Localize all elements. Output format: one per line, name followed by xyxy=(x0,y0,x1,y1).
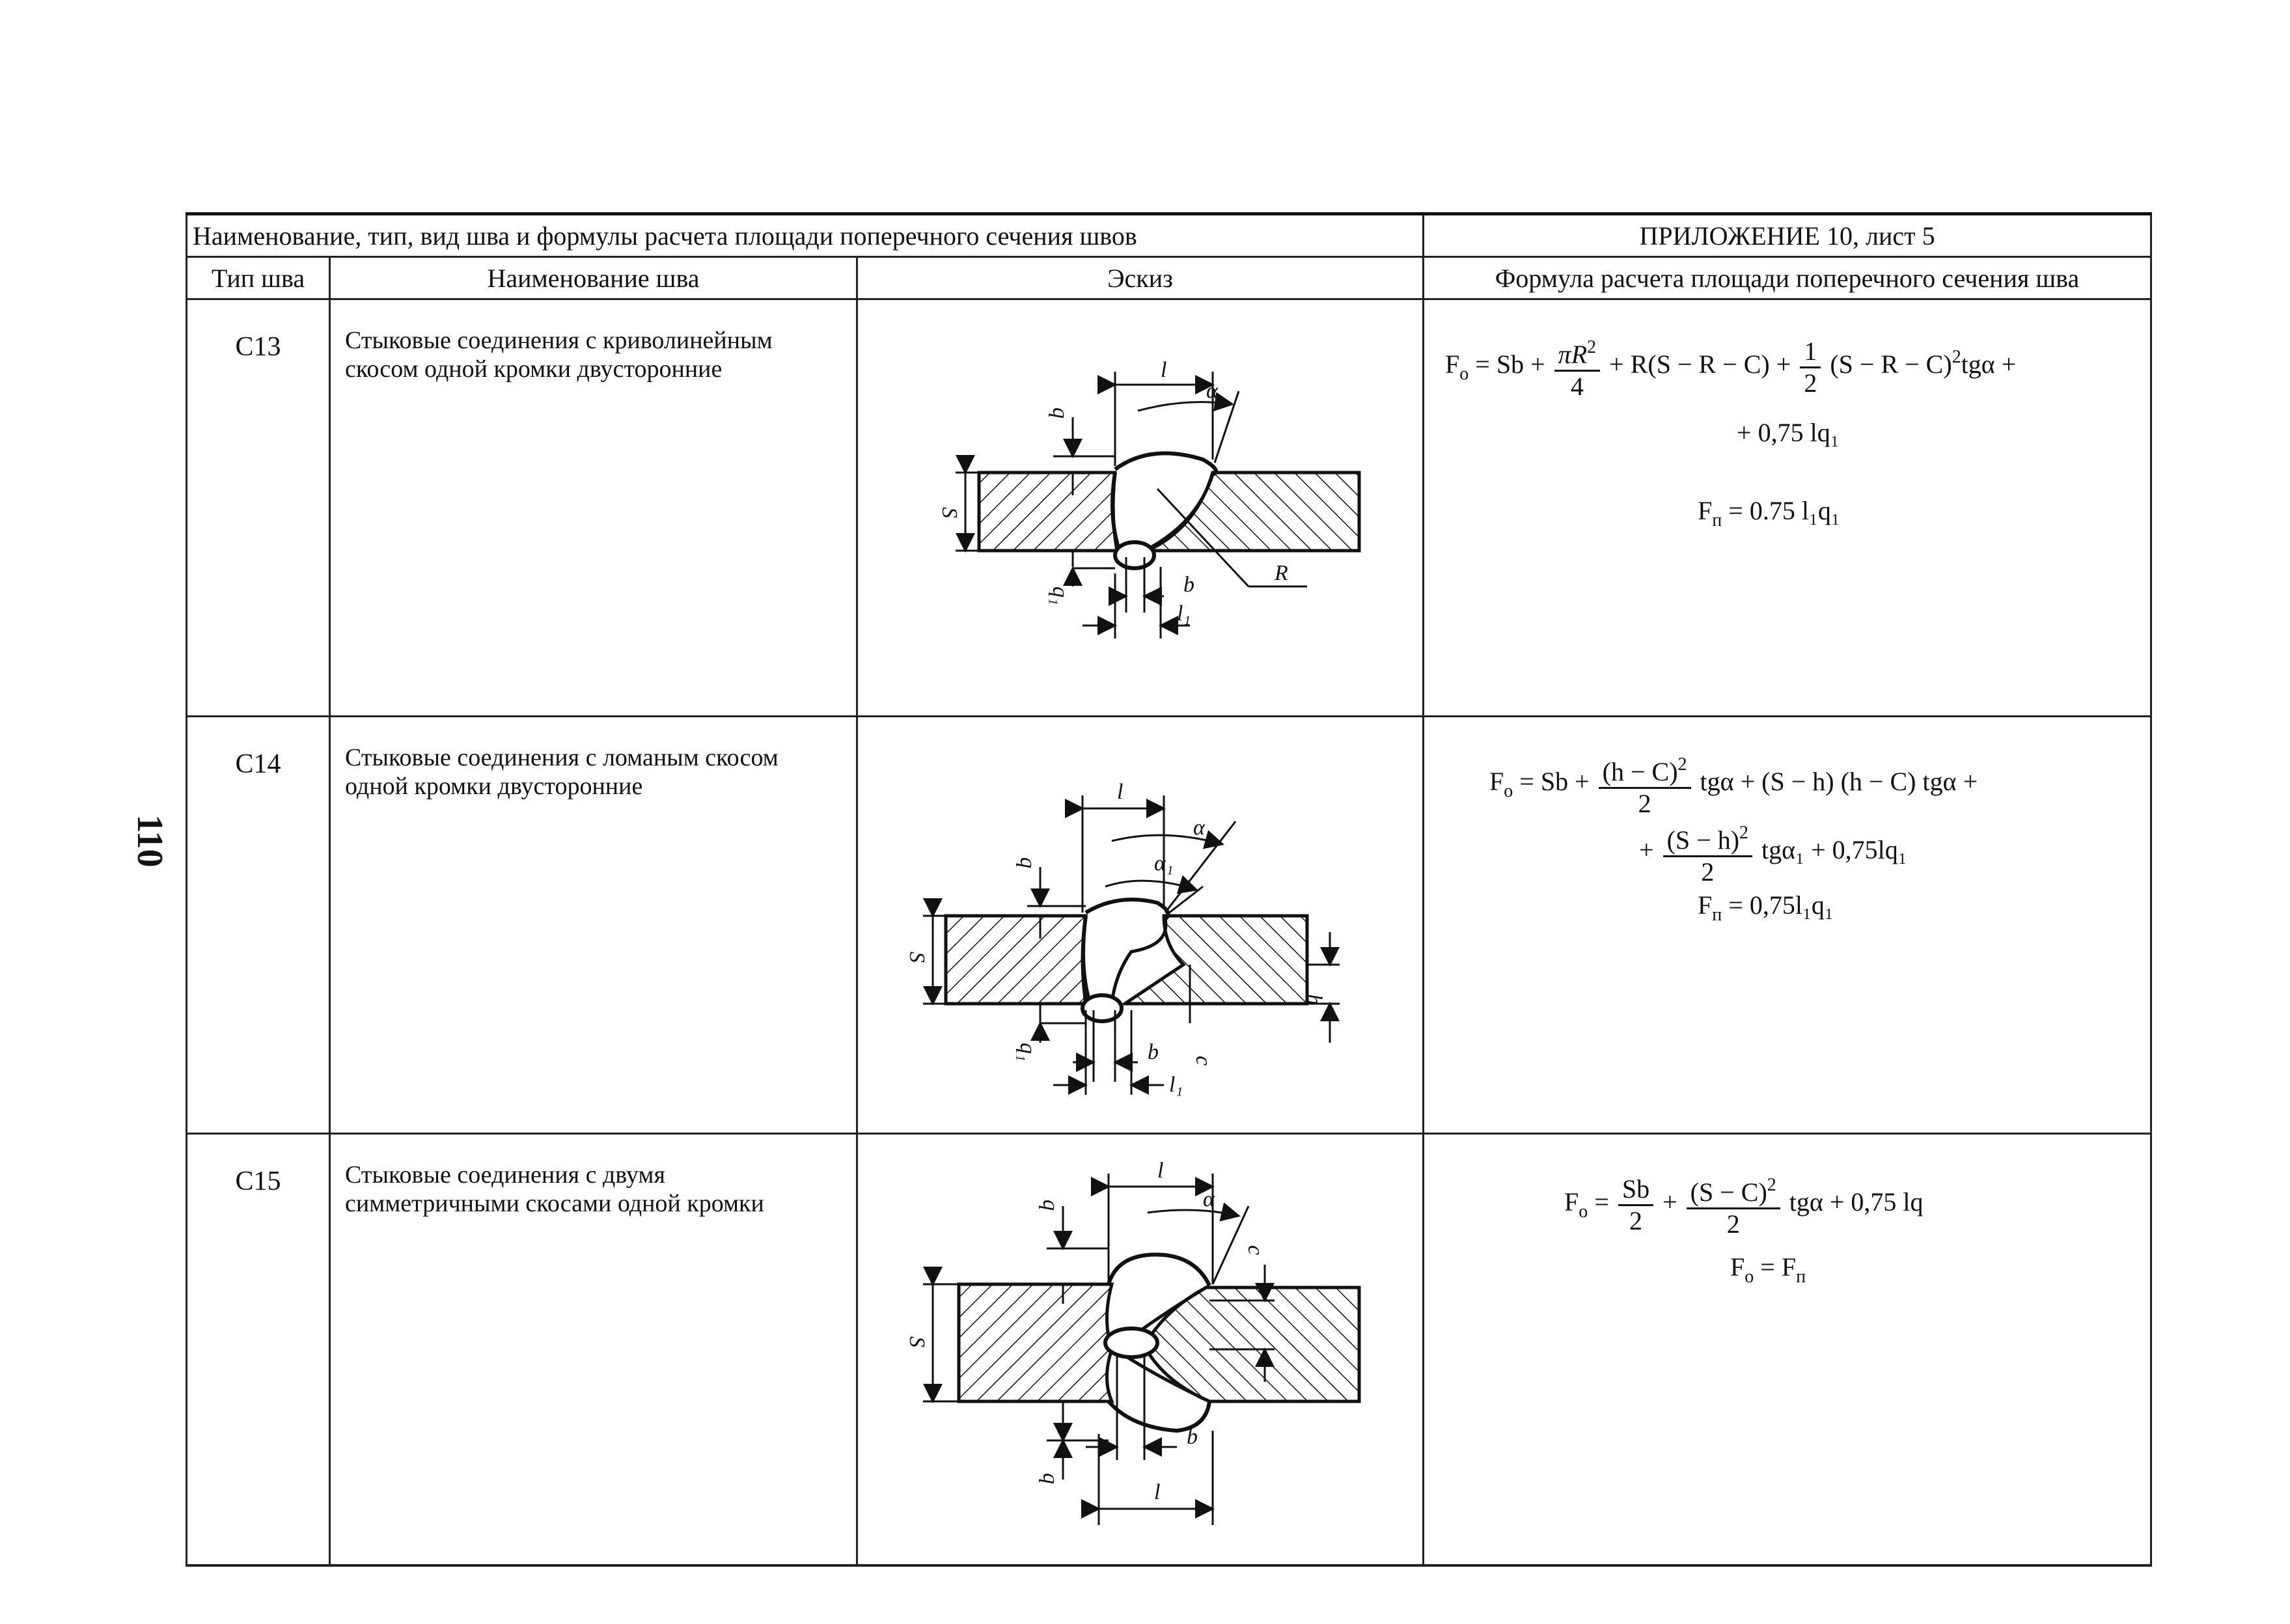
dim-label-s: S xyxy=(937,507,961,518)
dim-label-s: S xyxy=(905,1336,929,1347)
weld-sketch-c13: l α q S q₁ b R l₁ xyxy=(855,298,1425,717)
col-header-sketch: Эскиз xyxy=(855,256,1425,300)
dim-label-l1: l₁ xyxy=(1177,601,1191,626)
dim-label-l: l xyxy=(1117,780,1123,804)
table-row: С15 Стыковые соединения с двумя симметри… xyxy=(186,1133,2153,1567)
col-header-name: Наименование шва xyxy=(329,256,858,300)
weld-name: Стыковые соединения с ломаным скосом одн… xyxy=(329,715,858,1135)
dim-label-q: q xyxy=(1048,407,1072,419)
weld-type: С14 xyxy=(186,715,331,1135)
table-title-row: Наименование, тип, вид шва и формулы рас… xyxy=(185,212,2153,258)
dim-label-q: q xyxy=(1038,1200,1062,1211)
dim-label-alpha: α xyxy=(1203,1187,1215,1211)
dim-label-r: R xyxy=(1274,561,1288,585)
appendix-label: ПРИЛОЖЕНИЕ 10, лист 5 xyxy=(1422,212,2153,258)
dim-label-h: h xyxy=(1302,994,1326,1005)
weld-type: С15 xyxy=(186,1133,331,1567)
weld-table: Наименование, тип, вид шва и формулы рас… xyxy=(185,212,2153,1567)
weld-name: Стыковые соединения с криволинейным скос… xyxy=(329,298,858,717)
page-number: 110 xyxy=(130,814,170,868)
table-row: С14 Стыковые соединения с ломаным скосом… xyxy=(186,715,2153,1135)
dim-label-l: l xyxy=(1161,358,1166,382)
weld-name: Стыковые соединения с двумя симметричным… xyxy=(329,1133,858,1567)
dim-label-alpha: α xyxy=(1206,379,1219,403)
dim-label-c: c xyxy=(1191,1056,1215,1066)
dim-label-l-bottom: l xyxy=(1154,1480,1160,1504)
weld-sketch-c15: l α q S c b q l xyxy=(855,1133,1425,1567)
formula-fo-line2: + 0,75 lq₁ xyxy=(1737,418,1840,447)
dim-label-l1: l₁ xyxy=(1169,1073,1183,1097)
dim-label-q-bottom: q xyxy=(1038,1473,1062,1484)
dim-label-c: c xyxy=(1243,1245,1267,1255)
dim-label-b: b xyxy=(1183,573,1194,597)
dim-label-q: q xyxy=(1015,857,1040,868)
weld-sketch-c14: l α α₁ q S h q₁ b c l₁ xyxy=(855,715,1425,1135)
dim-label-q1: q₁ xyxy=(1015,1043,1040,1062)
dim-label-l: l xyxy=(1157,1159,1163,1183)
formula-fp: Fп = 0.75 l₁q₁ xyxy=(1698,496,1840,530)
col-header-formula: Формула расчета площади поперечного сече… xyxy=(1422,256,2153,300)
col-header-type: Тип шва xyxy=(186,256,331,300)
table-row: С13 Стыковые соединения с криволинейным … xyxy=(186,298,2153,717)
column-header-row: Тип шва Наименование шва Эскиз Формула р… xyxy=(186,256,2153,300)
dim-label-s: S xyxy=(905,952,929,963)
formula-fp: Fп = 0,75l₁q₁ xyxy=(1698,890,1834,925)
sketch-c15-drawing: l α q S c b q l xyxy=(905,1159,1361,1525)
dim-label-alpha: α xyxy=(1193,816,1206,840)
table-title: Наименование, тип, вид шва и формулы рас… xyxy=(185,212,1425,258)
sketch-c13-drawing: l α q S q₁ b R l₁ xyxy=(937,358,1361,639)
formula-fo-eq-fp: Fo = Fп xyxy=(1730,1252,1806,1287)
dim-label-b: b xyxy=(1187,1425,1198,1449)
dim-label-alpha1: α₁ xyxy=(1154,851,1174,875)
weld-type: С13 xyxy=(186,298,331,717)
sketch-c14-drawing: l α α₁ q S h q₁ b c l₁ xyxy=(905,780,1340,1097)
dim-label-b: b xyxy=(1148,1040,1159,1064)
dim-label-q1: q₁ xyxy=(1048,586,1072,605)
